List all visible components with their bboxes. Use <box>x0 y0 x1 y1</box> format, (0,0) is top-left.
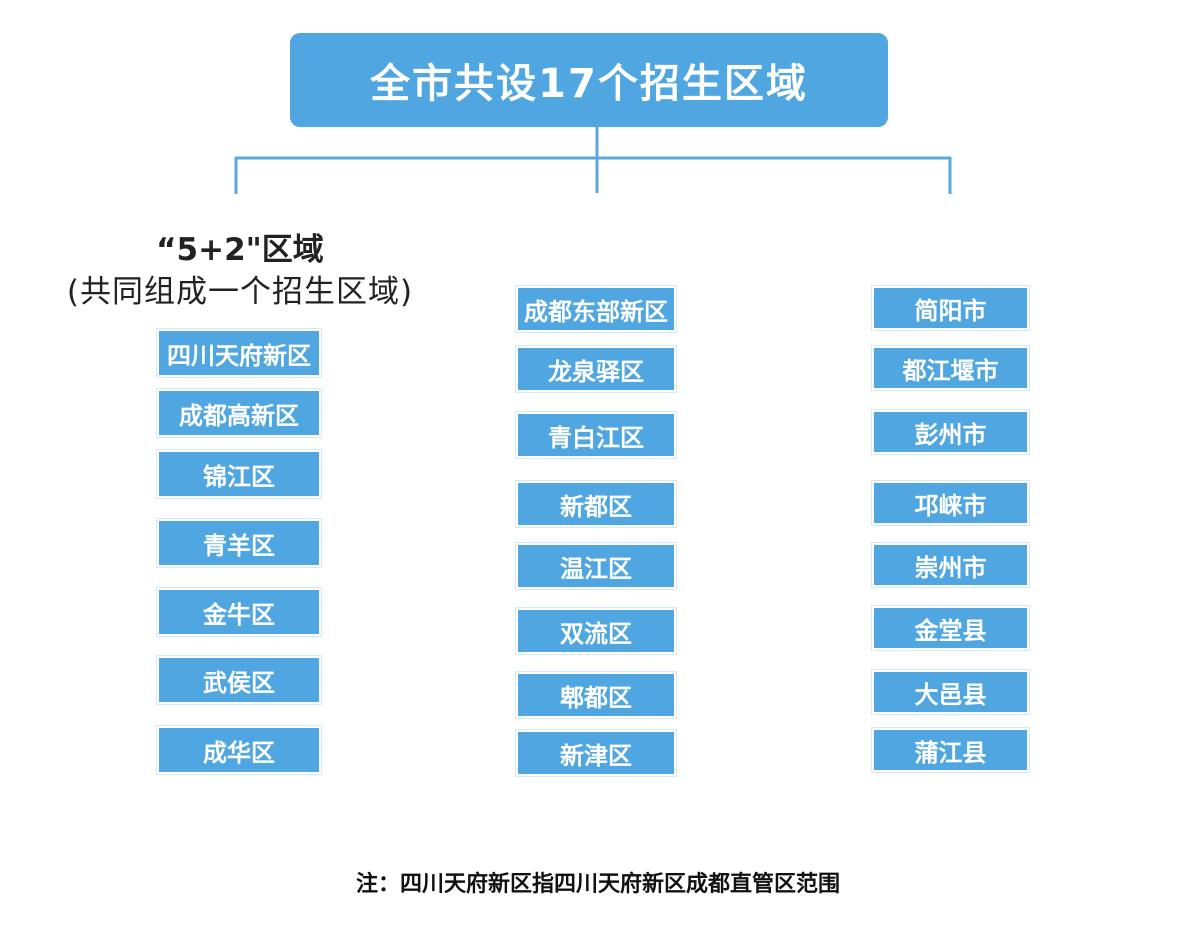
region-box: 金堂县 <box>872 606 1029 650</box>
region-box: 四川天府新区 <box>157 329 321 377</box>
region-box: 成华区 <box>157 726 321 774</box>
region-box: 简阳市 <box>872 286 1029 330</box>
region-box: 彭州市 <box>872 410 1029 454</box>
region-box: 金牛区 <box>157 588 321 636</box>
region-box: 青羊区 <box>157 519 321 567</box>
region-box: 蒲江县 <box>872 728 1029 772</box>
footnote: 注：四川天府新区指四川天府新区成都直管区范围 <box>355 872 840 897</box>
group1-heading: “5+2"区域 <box>156 232 324 268</box>
region-box: 青白江区 <box>516 412 676 458</box>
region-box: 邛崃市 <box>872 481 1029 525</box>
region-box: 锦江区 <box>157 450 321 498</box>
region-box: 郫都区 <box>516 672 676 718</box>
diagram-title: 全市共设17个招生区域 <box>290 33 888 127</box>
region-box: 新津区 <box>516 730 676 776</box>
region-box: 武侯区 <box>157 656 321 704</box>
region-box: 新都区 <box>516 481 676 527</box>
region-box: 双流区 <box>516 608 676 654</box>
region-box: 大邑县 <box>872 670 1029 714</box>
region-box: 成都高新区 <box>157 389 321 437</box>
region-box: 龙泉驿区 <box>516 346 676 392</box>
region-box: 温江区 <box>516 543 676 589</box>
region-box: 都江堰市 <box>872 346 1029 390</box>
region-box: 成都东部新区 <box>516 286 676 332</box>
group1-subheading: (共同组成一个招生区域) <box>66 274 414 310</box>
region-box: 崇州市 <box>872 543 1029 587</box>
